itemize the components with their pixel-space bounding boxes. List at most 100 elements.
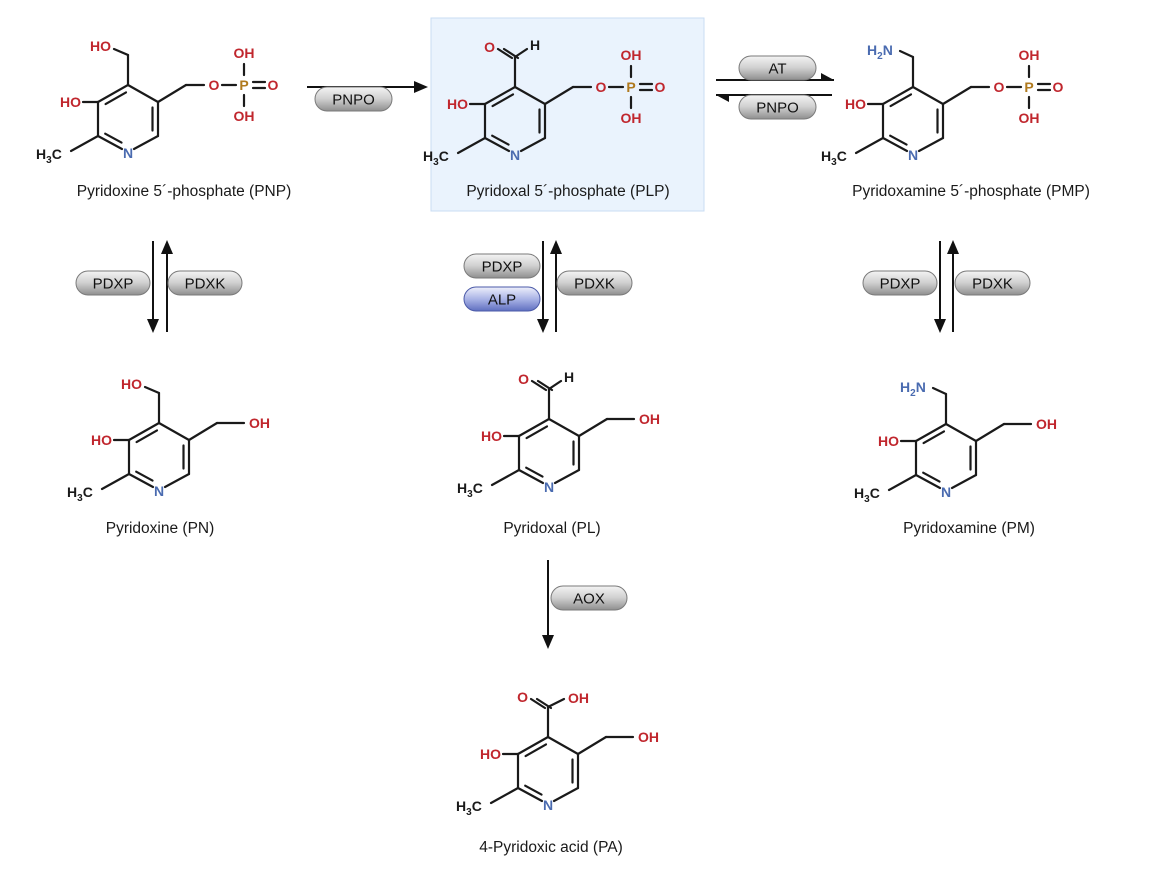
bond	[127, 421, 161, 442]
bond	[135, 429, 159, 444]
bond	[524, 784, 543, 796]
bond	[100, 472, 131, 491]
bond	[483, 136, 511, 153]
bond	[547, 379, 563, 391]
compound-labels: Pyridoxine 5´-phosphate (PNP) Pyridoxal …	[77, 183, 1090, 856]
phosphate-oh-bottom: OH	[1019, 110, 1040, 126]
amino-group: H2N	[867, 42, 893, 62]
enzyme-alp-mid: ALP	[463, 286, 541, 312]
bond	[491, 134, 510, 146]
hydroxyl-c3: HO	[447, 96, 468, 112]
enzyme-at: AT	[738, 55, 817, 81]
bond	[126, 83, 160, 104]
bond	[163, 472, 191, 489]
bond	[881, 85, 915, 106]
bond	[922, 471, 941, 483]
bond	[517, 468, 545, 485]
bond	[552, 786, 580, 803]
bond	[525, 466, 544, 478]
label-pl: Pyridoxal (PL)	[503, 520, 600, 537]
bond	[529, 697, 547, 710]
bond	[513, 47, 529, 59]
bond	[135, 470, 154, 482]
bond	[491, 93, 515, 108]
hydroxymethyl-oh: HO	[90, 38, 111, 54]
bond	[547, 417, 581, 438]
bond	[898, 49, 915, 59]
phosphate-oh-top: OH	[1019, 47, 1040, 63]
enzyme-aox: AOX	[550, 585, 628, 611]
ester-oxygen: O	[596, 79, 607, 95]
methyl-group: H3C	[821, 148, 847, 168]
enzyme-pnpo-reverse-text: PNPO	[756, 100, 799, 117]
bond	[104, 132, 123, 144]
arrow-pl-to-plp	[550, 240, 562, 332]
bond	[112, 47, 130, 57]
bond	[132, 134, 160, 151]
ring-nitrogen: N	[544, 479, 554, 495]
hydroxyl-c3: HO	[91, 432, 112, 448]
phosphate-oh-top: OH	[621, 47, 642, 63]
bond	[525, 425, 549, 440]
bond	[922, 430, 946, 445]
bond	[889, 93, 913, 108]
bond	[516, 786, 544, 803]
phosphate-oh-bottom: OH	[621, 110, 642, 126]
enzyme-labels: PNPO AT PNPO PDXP PDXK PDXP ALP PDXK	[75, 55, 1031, 611]
arrow-pm-to-pmp	[947, 240, 959, 332]
bond	[546, 735, 580, 756]
aldehyde-oxygen: O	[518, 371, 529, 387]
bond	[931, 386, 948, 396]
enzyme-pdxp-left: PDXP	[75, 270, 151, 296]
hydroxymethyl-c5: OH	[1036, 416, 1057, 432]
hydroxyl-c3: HO	[481, 428, 502, 444]
aldehyde-oxygen: O	[484, 39, 495, 55]
bond	[104, 91, 128, 106]
enzyme-pnpo-forward-text: PNPO	[332, 92, 375, 109]
arrow-pmp-to-pm	[934, 241, 946, 333]
enzyme-pnpo-reverse: PNPO	[738, 94, 817, 120]
bond	[944, 422, 978, 443]
bond	[577, 417, 609, 438]
bond	[157, 421, 191, 442]
label-pnp: Pyridoxine 5´-phosphate (PNP)	[77, 183, 292, 200]
phosphate-double-bond-oxygen: O	[655, 79, 666, 95]
bond	[519, 136, 547, 153]
bond	[914, 473, 942, 490]
enzyme-pdxp-right-text: PDXP	[880, 276, 921, 293]
phosphate-double-bond-oxygen: O	[268, 77, 279, 93]
aldehyde-hydrogen: H	[564, 369, 574, 385]
phosphorus-atom: P	[626, 79, 635, 95]
bond	[914, 422, 948, 443]
ring-nitrogen: N	[908, 147, 918, 163]
bond	[69, 134, 100, 153]
bond	[156, 83, 188, 104]
ring-nitrogen: N	[510, 147, 520, 163]
bond	[974, 422, 1006, 443]
enzyme-pdxk-right-text: PDXK	[972, 276, 1013, 293]
bond	[881, 136, 909, 153]
label-pn: Pyridoxine (PN)	[106, 520, 215, 537]
enzyme-pdxp-mid-text: PDXP	[482, 259, 523, 276]
ring-nitrogen: N	[154, 483, 164, 499]
bond	[546, 697, 566, 709]
phosphate-oh-top: OH	[234, 45, 255, 61]
ring-nitrogen: N	[941, 484, 951, 500]
enzyme-pdxp-left-text: PDXP	[93, 276, 134, 293]
bond	[489, 786, 520, 805]
methyl-group: H3C	[36, 146, 62, 166]
bond	[543, 85, 575, 106]
label-pa: 4-Pyridoxic acid (PA)	[479, 839, 623, 856]
bond	[517, 417, 551, 438]
plp-highlight-box	[430, 17, 705, 212]
enzyme-pdxk-mid-text: PDXK	[574, 276, 615, 293]
bond	[854, 136, 885, 155]
ring-nitrogen: N	[543, 797, 553, 813]
bond	[889, 134, 908, 146]
methyl-group: H3C	[854, 485, 880, 505]
